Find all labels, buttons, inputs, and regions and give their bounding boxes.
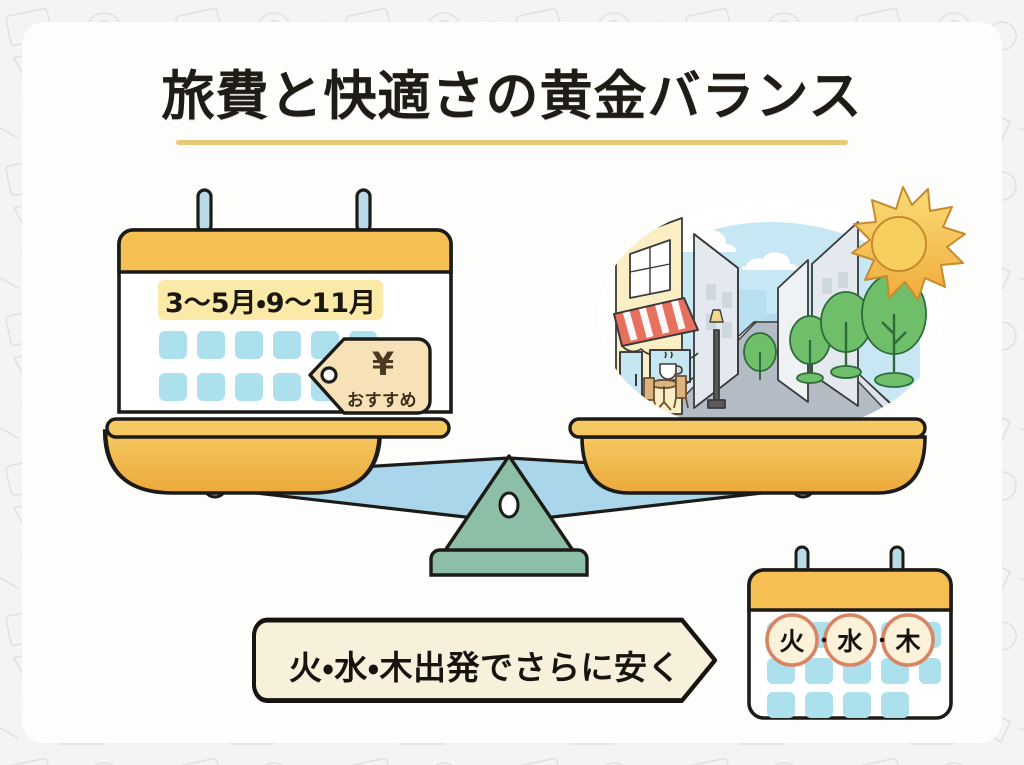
sun-icon [851,186,966,301]
tree-icon [743,273,927,388]
month-highlight-band [158,280,383,320]
calendar-header [747,568,953,612]
balance-scale [102,417,927,577]
infographic-card: 旅費と快適さの黄金バランス [22,22,1002,743]
weekday-calendar [747,545,953,720]
illustration-canvas [102,186,966,720]
fulcrum-base [429,548,589,577]
calendar-ring-icon [196,188,372,234]
street-lamp-icon [707,309,726,409]
left-pan [102,417,451,495]
title-block: 旅費と快適さの黄金バランス [22,70,1002,145]
title-underline [176,140,848,145]
right-pan [568,417,927,495]
weekday-highlight-circles [765,613,935,667]
departure-tip-callout[interactable] [252,617,717,703]
page-title: 旅費と快適さの黄金バランス [161,66,863,127]
calendar-header [117,228,453,274]
townscape-illustration [598,186,966,435]
recommend-price-tag [308,337,432,415]
